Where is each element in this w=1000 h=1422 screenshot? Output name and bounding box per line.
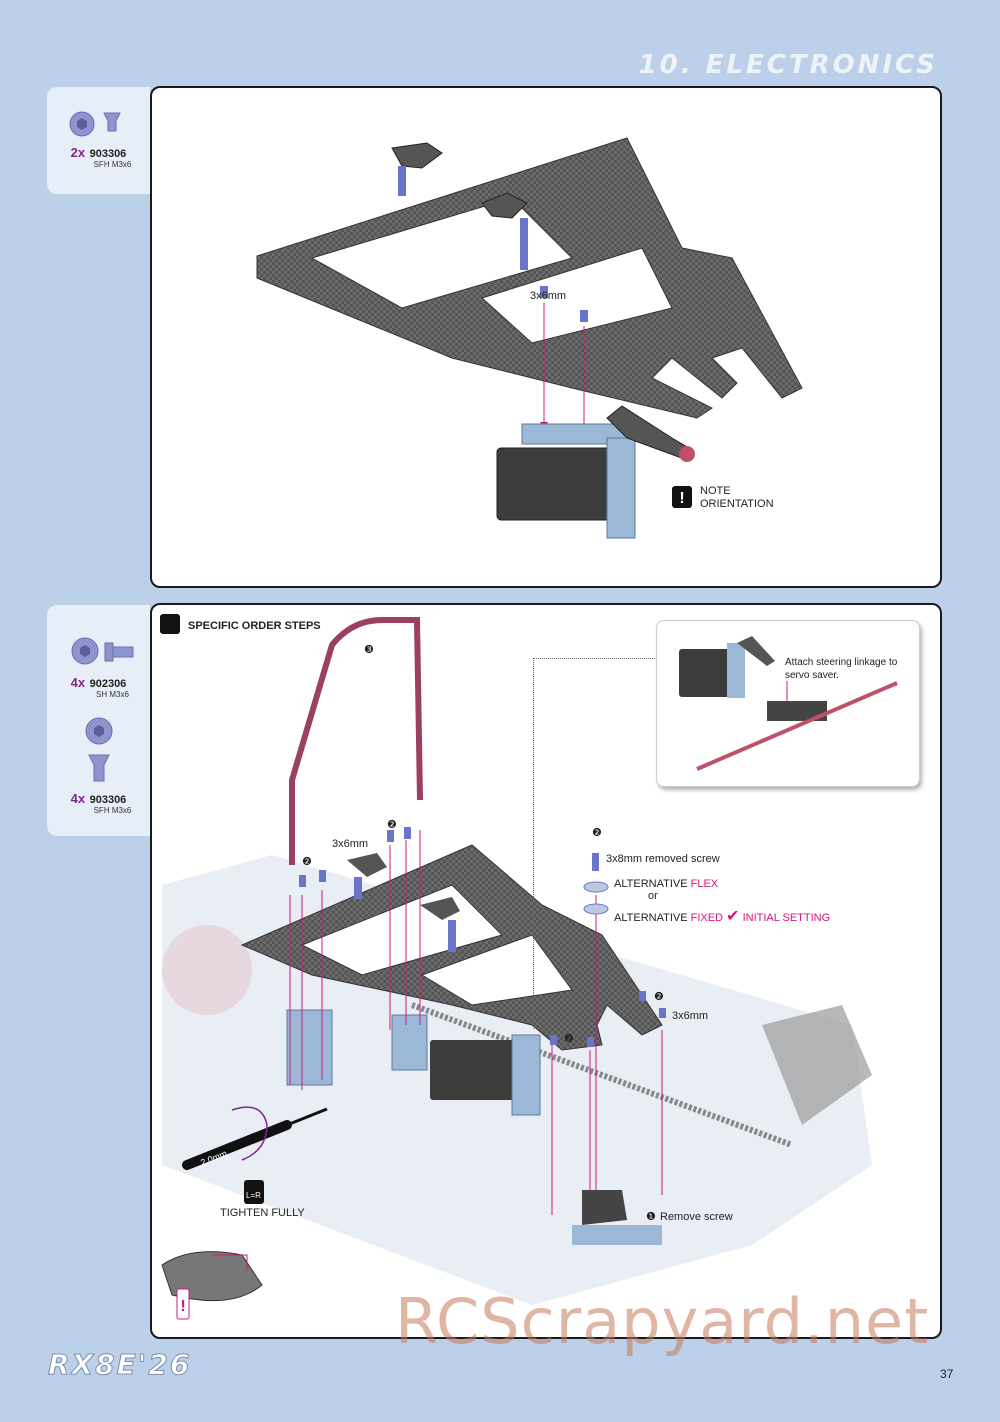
parts-tab-step2: 4x 902306 SH M3x6 4x 903306 SFH M3x6 xyxy=(47,605,150,836)
part-code: 903306 xyxy=(89,148,127,160)
part-code: 903306 xyxy=(89,794,127,806)
order-steps-label: SPECIFIC ORDER STEPS xyxy=(188,620,321,632)
tighten-fully-label: TIGHTEN FULLY xyxy=(220,1207,305,1219)
removed-screw-label: 3x8mm removed screw xyxy=(606,853,720,865)
lr-icon-label: L=R xyxy=(246,1191,261,1200)
callout-2: ❷ xyxy=(564,1033,574,1045)
alt-flex-prefix: ALTERNATIVE xyxy=(614,878,688,890)
steering-linkage-diagram xyxy=(679,636,898,771)
socket-head-screw-icon xyxy=(71,637,133,665)
note-label: NOTE xyxy=(700,485,731,497)
part-qty: 4x xyxy=(70,791,86,806)
flat-head-screw-icon xyxy=(85,717,112,782)
part-desc: SFH M3x6 xyxy=(93,806,132,815)
check-icon: ✔ xyxy=(726,908,740,925)
inset-text-line2: servo saver. xyxy=(785,670,839,681)
callout-2: ❷ xyxy=(387,819,397,831)
part-qty: 4x xyxy=(70,675,86,690)
callout-1: ❶ xyxy=(646,1211,656,1223)
callout-2: ❷ xyxy=(302,856,312,868)
screw-size-label: 3x6mm xyxy=(530,290,567,302)
part-code: 902306 xyxy=(89,678,127,690)
part-desc: SFH M3x6 xyxy=(93,160,132,169)
part-item: 2x 903306 SFH M3x6 xyxy=(47,109,150,169)
part-desc: SH M3x6 xyxy=(96,690,129,699)
parts-tab-step1: 2x 903306 SFH M3x6 xyxy=(47,87,150,194)
callout-3: ❸ xyxy=(364,644,374,656)
section-title: 10. ELECTRONICS xyxy=(638,50,938,80)
screw-size-label-left: 3x6mm xyxy=(332,838,369,850)
screw-icon xyxy=(69,111,121,137)
alt-flex-value: FLEX xyxy=(690,878,719,890)
alt-fixed-prefix: ALTERNATIVE xyxy=(614,912,688,924)
part-item: 4x 903306 SFH M3x6 xyxy=(47,715,150,815)
steering-linkage-inset: Attach steering linkage to servo saver. xyxy=(656,620,920,787)
alt-fixed-label: ALTERNATIVE FIXED ✔ INITIAL SETTING xyxy=(614,906,830,926)
page-number: 37 xyxy=(940,1367,954,1381)
inset-connector xyxy=(533,658,657,1029)
part-item: 4x 902306 SH M3x6 xyxy=(47,635,150,699)
chassis-plate-diagram: ! xyxy=(256,137,803,539)
step1-panel: ! 3x6mm NOTE ORIENTATION xyxy=(150,86,942,588)
callout-2: ❷ xyxy=(592,827,602,839)
alt-fixed-value: FIXED xyxy=(690,912,724,924)
part-qty: 2x xyxy=(70,145,86,160)
watermark: RCScrapyard.net xyxy=(395,1285,930,1358)
chassis-assembly-diagram: ! xyxy=(160,614,872,1320)
initial-setting-label: INITIAL SETTING xyxy=(742,912,831,924)
brand-logo: RX8E'26 xyxy=(47,1348,192,1382)
screw-size-label-right: 3x6mm xyxy=(672,1010,709,1022)
remove-screw-label: Remove screw xyxy=(660,1211,733,1223)
or-label: or xyxy=(648,890,658,902)
callout-2: ❷ xyxy=(654,991,664,1003)
orientation-label: ORIENTATION xyxy=(700,498,774,510)
svg-text:!: ! xyxy=(679,490,684,507)
alt-flex-label: ALTERNATIVE FLEX xyxy=(614,878,718,890)
svg-text:!: ! xyxy=(180,1298,185,1315)
inset-text-line1: Attach steering linkage to xyxy=(785,657,898,668)
